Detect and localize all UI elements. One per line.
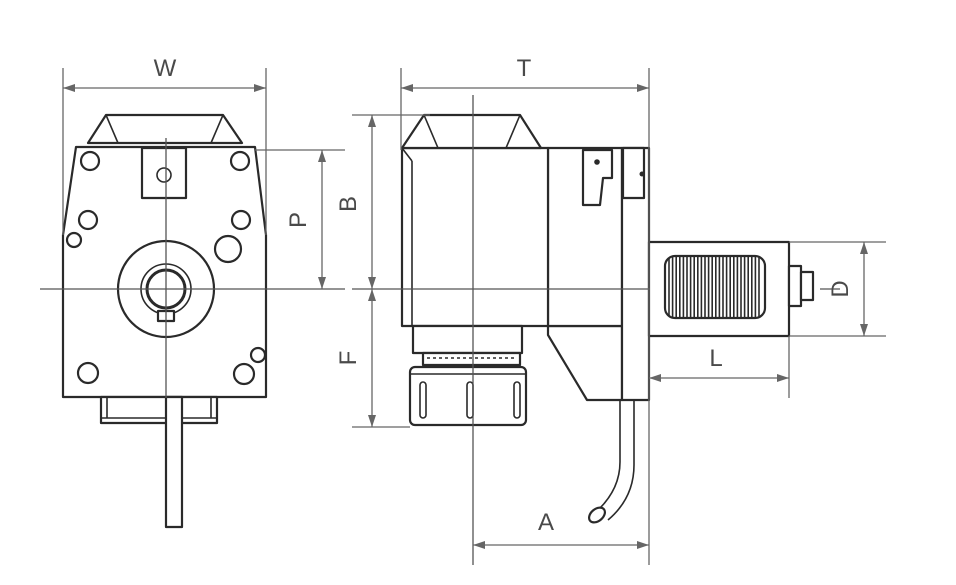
side-lower-body (546, 324, 624, 402)
front-screw-hole (65, 231, 83, 249)
front-screw-hole (76, 361, 100, 385)
side-collet-nut (408, 365, 528, 427)
side-view (352, 95, 840, 565)
front-view (40, 113, 345, 529)
dimension-label-l: L (709, 345, 722, 372)
dimension-label-t: T (517, 55, 532, 82)
front-coolant-pipe (164, 395, 184, 529)
side-top-cap (400, 113, 543, 150)
front-screw-hole (230, 209, 252, 231)
side-collar (411, 324, 524, 355)
side-coolant-pipe (595, 398, 621, 513)
side-main-body (400, 146, 550, 328)
dimension-label-b: B (335, 196, 362, 212)
side-shank-nut (787, 264, 803, 308)
dimension-lines (62, 68, 886, 565)
dimension-label-a: A (538, 509, 554, 536)
front-screw-hole (77, 209, 99, 231)
front-large-hole (213, 234, 243, 264)
side-small-key (581, 148, 614, 207)
front-bottom-nut (99, 395, 219, 425)
dimension-label-w: W (154, 55, 177, 82)
side-collar-ring (421, 351, 522, 367)
side-shank-knurl-lines (668, 256, 760, 318)
dimension-label-p: P (285, 212, 312, 228)
front-key-block (140, 146, 188, 200)
dimension-labels: W T P B F D L A (154, 55, 854, 536)
side-shank-pin (799, 270, 815, 302)
front-screw-hole (232, 362, 256, 386)
front-screw-hole (79, 150, 101, 172)
front-screw-hole (229, 150, 251, 172)
dimension-label-f: F (335, 351, 362, 366)
dimension-label-d: D (827, 280, 854, 297)
front-top-cap (86, 113, 244, 145)
front-screw-hole (249, 346, 267, 364)
